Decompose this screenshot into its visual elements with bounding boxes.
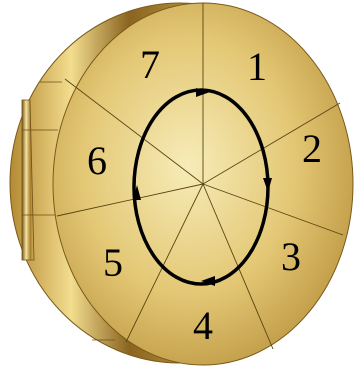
- sector-label-3: 3: [281, 234, 301, 279]
- sector-label-2: 2: [302, 126, 322, 171]
- sector-label-7: 7: [140, 42, 160, 87]
- sector-label-5: 5: [103, 240, 123, 285]
- sector-label-1: 1: [247, 44, 267, 89]
- sector-label-6: 6: [87, 138, 107, 183]
- sector-label-4: 4: [193, 303, 213, 348]
